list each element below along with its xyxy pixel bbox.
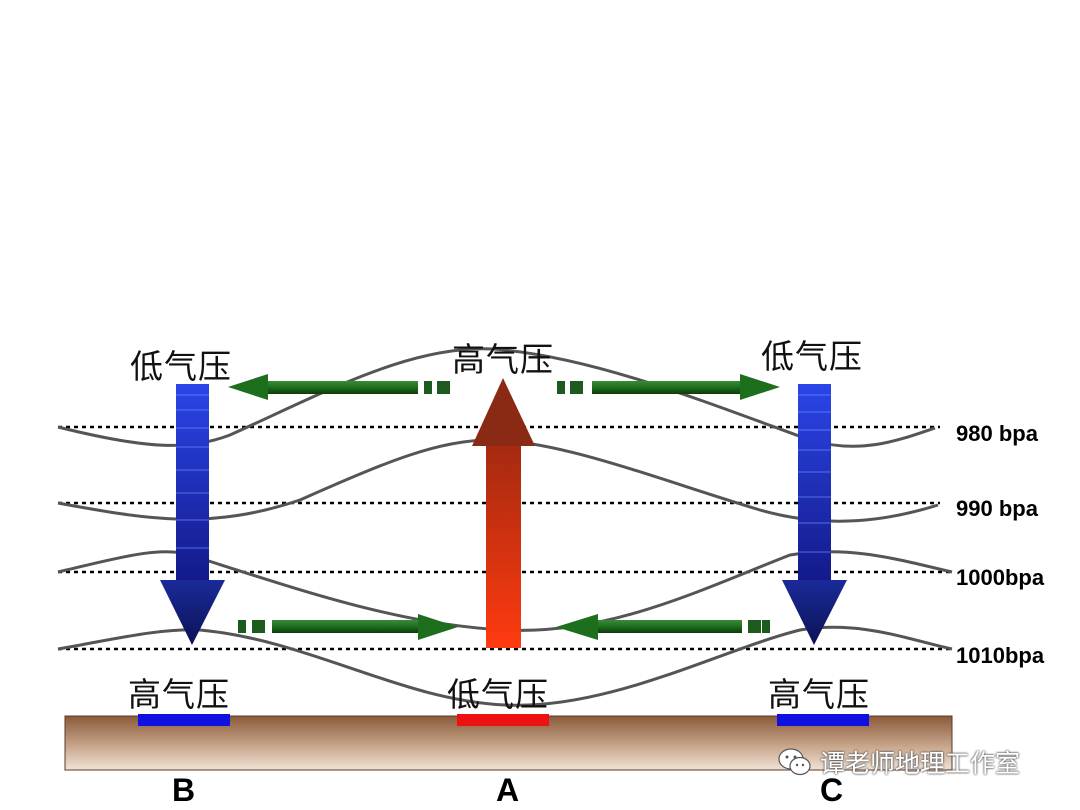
wechat-icon bbox=[778, 748, 811, 776]
location-label-b: B bbox=[172, 772, 196, 808]
low-pressure-bar-a bbox=[457, 714, 549, 726]
label-upper-center: 高气压 bbox=[452, 340, 554, 379]
isobar-label-1000: 1000bpa bbox=[956, 565, 1045, 590]
upper-flow-right-arrow bbox=[557, 374, 780, 400]
isobar-label-990: 990 bpa bbox=[956, 496, 1038, 521]
rising-air-arrow-a bbox=[472, 378, 535, 648]
label-lower-left: 高气压 bbox=[128, 675, 230, 714]
watermark: 谭老师地理工作室 bbox=[778, 744, 1020, 780]
watermark-text: 谭老师地理工作室 bbox=[820, 749, 1021, 778]
label-lower-right: 高气压 bbox=[768, 675, 870, 714]
location-label-c: C bbox=[820, 772, 844, 808]
label-upper-left: 低气压 bbox=[130, 347, 232, 386]
high-pressure-bar-c bbox=[777, 714, 869, 726]
sinking-air-arrow-c bbox=[782, 384, 847, 645]
lower-flow-right-arrow bbox=[556, 614, 770, 640]
high-pressure-bar-b bbox=[138, 714, 230, 726]
isobar-curve-1010 bbox=[57, 625, 953, 707]
isobar-label-1010: 1010bpa bbox=[956, 643, 1045, 668]
label-upper-right: 低气压 bbox=[761, 337, 863, 376]
lower-flow-left-arrow bbox=[238, 614, 458, 640]
upper-flow-left-arrow bbox=[228, 374, 450, 400]
isobar-label-980: 980 bpa bbox=[956, 421, 1038, 446]
label-lower-center: 低气压 bbox=[447, 675, 549, 714]
sinking-air-arrow-b bbox=[160, 384, 225, 645]
location-label-a: A bbox=[496, 772, 520, 808]
